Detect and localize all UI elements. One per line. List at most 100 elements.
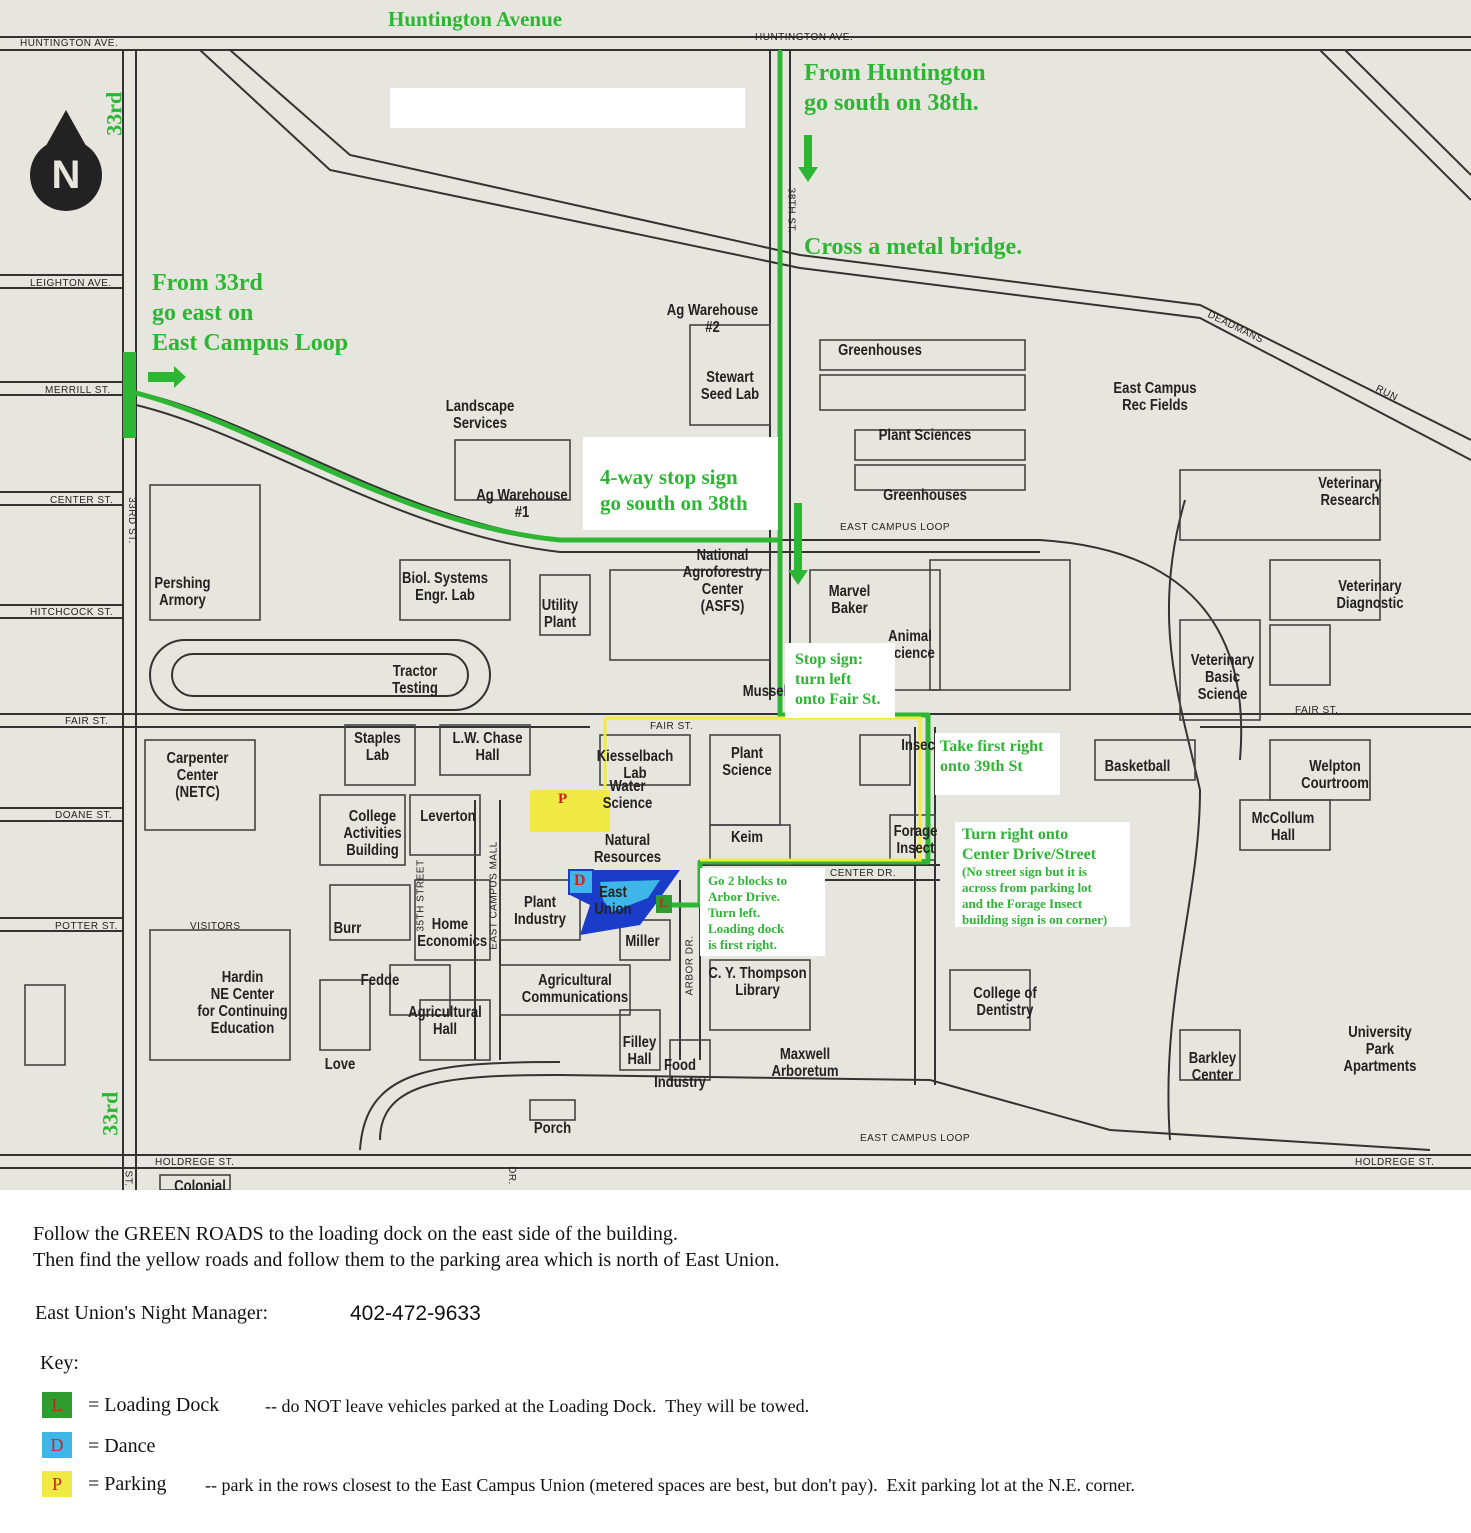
burr-label: Burr — [333, 920, 362, 937]
lw-chase-hall-label: L.W. Chase Hall — [452, 730, 523, 764]
dr-bottom-label: DR. — [505, 1166, 517, 1185]
two-blocks-text: Go 2 blocks to Arbor Drive. Turn left. L… — [708, 873, 788, 952]
key-parking-label: = Parking — [88, 1473, 167, 1495]
33rd-label-top: 33rd — [101, 91, 127, 136]
east-campus-rec-label: East Campus Rec Fields — [1113, 380, 1197, 414]
love-label: Love — [324, 1056, 356, 1073]
key-loading-label: = Loading Dock — [88, 1394, 220, 1416]
hitchcock-st: HITCHCOCK ST. — [30, 607, 114, 618]
huntington-ave-left: HUNTINGTON AVE. — [20, 38, 119, 49]
national-agroforestry-label: National Agroforestry Center (ASFS) — [682, 547, 763, 615]
ag-warehouse-1-label: Ag Warehouse #1 — [476, 487, 568, 521]
maxwell-arboretum-label: Maxwell Arboretum — [771, 1046, 839, 1080]
first-right-box — [935, 733, 1060, 795]
night-manager-phone: 402-472-9633 — [350, 1302, 481, 1325]
center-dr: CENTER DR. — [830, 868, 897, 879]
pershing-armory-label: Pershing Armory — [154, 575, 211, 609]
arrow-down-icon — [788, 503, 808, 585]
vet-diagnostic-label: Veterinary Diagnostic — [1336, 578, 1404, 612]
greenhouses-south-label: Greenhouses — [883, 487, 967, 504]
holdrege-st-left: HOLDREGE ST. — [155, 1157, 235, 1168]
center-st: CENTER ST. — [50, 495, 114, 506]
landscape-services-label: Landscape Services — [445, 398, 515, 432]
biol-systems-label: Biol. Systems Engr. Lab — [401, 570, 489, 604]
basketball-label: Basketball — [1104, 758, 1171, 775]
vet-research-label: Veterinary Research — [1318, 475, 1382, 509]
cy-thompson-label: C. Y. Thompson Library — [708, 965, 807, 999]
vet-basic-science-label: Veterinary Basic Science — [1190, 652, 1255, 703]
college-activities-label: College Activities Building — [343, 808, 402, 859]
key-dance-swatch: D — [42, 1432, 72, 1458]
ag-communications-label: Agricultural Communications — [521, 972, 629, 1006]
key-parking-swatch: P — [42, 1471, 72, 1497]
miller-label: Miller — [625, 933, 660, 950]
staples-lab-label: Staples Lab — [354, 730, 401, 764]
visitors-label: VISITORS — [190, 921, 241, 932]
fair-st-mid: FAIR ST. — [650, 721, 694, 732]
leverton-label: Leverton — [420, 808, 476, 825]
welpton-courtroom-label: Welpton Courtroom — [1301, 758, 1369, 792]
east-campus-loop-north: EAST CAMPUS LOOP — [840, 522, 951, 533]
fair-st-right: FAIR ST. — [1295, 705, 1339, 716]
huntington-ave-mid: HUNTINGTON AVE. — [755, 32, 854, 43]
leighton-ave: LEIGHTON AVE. — [30, 278, 112, 289]
stop-sign-box — [785, 643, 895, 718]
merrill-st: MERRILL ST. — [45, 385, 111, 396]
38th-st-label: 38TH ST. — [785, 187, 797, 234]
food-industry-label: Food Industry — [654, 1057, 706, 1091]
arbor-dr-label: ARBOR DR. — [684, 935, 696, 996]
ag-hall-label: Agricultural Hall — [408, 1004, 482, 1038]
huntington-avenue-title: Huntington Avenue — [388, 7, 563, 31]
st-bottom-label: ST. — [122, 1170, 134, 1187]
arrow-down-icon — [798, 135, 818, 182]
fedde-label: Fedde — [360, 972, 400, 989]
loading-marker: L — [659, 895, 668, 910]
doane-st: DOANE ST. — [55, 810, 113, 821]
mccollum-hall-label: McCollum Hall — [1251, 810, 1315, 844]
turn-right-center-text: Turn right onto Center Drive/Street — [962, 826, 1097, 863]
dance-marker: D — [574, 872, 586, 889]
compass-letter: N — [51, 153, 81, 197]
carpenter-center-label: Carpenter Center (NETC) — [166, 750, 229, 801]
forage-insect-label: Forage Insect — [893, 823, 938, 857]
key-dance-label: = Dance — [88, 1435, 156, 1457]
home-economics-label: Home Economics — [417, 916, 488, 950]
east-union-label: East Union — [594, 884, 632, 918]
east-campus-mall-label: EAST CAMPUS MALL — [488, 841, 500, 950]
instruction-line-2: Then find the yellow roads and follow th… — [33, 1249, 780, 1271]
potter-st: POTTER ST. — [55, 921, 118, 932]
east-campus-loop-south: EAST CAMPUS LOOP — [860, 1133, 971, 1144]
directions-footer: Follow the GREEN ROADS to the loading do… — [0, 1190, 1471, 1533]
college-dentistry-label: College of Dentistry — [973, 985, 1037, 1019]
four-way-text: 4-way stop sign go south on 38th — [600, 465, 748, 516]
kiesselbach-lab-label: Kiesselbach Lab — [596, 748, 674, 782]
33rd-label-bottom: 33rd — [97, 1091, 123, 1136]
plant-industry-label: Plant Industry — [514, 894, 566, 928]
key-loading-swatch: L — [42, 1392, 72, 1418]
north-arrow-icon — [30, 110, 102, 211]
keim-label: Keim — [730, 829, 764, 846]
university-park-label: University Park Apartments — [1343, 1024, 1417, 1075]
hardin-center-label: Hardin NE Center for Continuing Educatio… — [197, 969, 288, 1037]
map-roads-layer — [0, 36, 1471, 1190]
cross-bridge-text: Cross a metal bridge. — [804, 234, 1023, 260]
four-way-box — [583, 437, 778, 530]
from-huntington-text: From Huntington go south on 38th. — [804, 60, 986, 116]
utility-plant-label: Utility Plant — [541, 597, 579, 631]
parking-marker: P — [558, 791, 568, 807]
instruction-line-1: Follow the GREEN ROADS to the loading do… — [33, 1223, 678, 1245]
key-title: Key: — [40, 1352, 79, 1374]
filley-hall-label: Filley Hall — [622, 1034, 657, 1068]
natural-resources-label: Natural Resources — [593, 832, 662, 866]
water-science-label: Water Science — [602, 778, 653, 812]
night-manager-label: East Union's Night Manager: — [35, 1302, 269, 1324]
ag-warehouse-2-label: Ag Warehouse #2 — [666, 302, 759, 336]
center-drive-box — [955, 822, 1130, 927]
plant-sciences-label: Plant Sciences — [878, 427, 972, 444]
key-loading-note: -- do NOT leave vehicles parked at the L… — [265, 1396, 810, 1416]
fair-st-left: FAIR ST. — [65, 716, 109, 727]
marvel-baker-label: Marvel Baker — [828, 583, 871, 617]
campus-map: HUNTINGTON AVE. HUNTINGTON AVE. LEIGHTON… — [0, 0, 1471, 1195]
arrow-right-icon — [148, 366, 186, 388]
key-parking-note: -- park in the rows closest to the East … — [205, 1475, 1135, 1495]
